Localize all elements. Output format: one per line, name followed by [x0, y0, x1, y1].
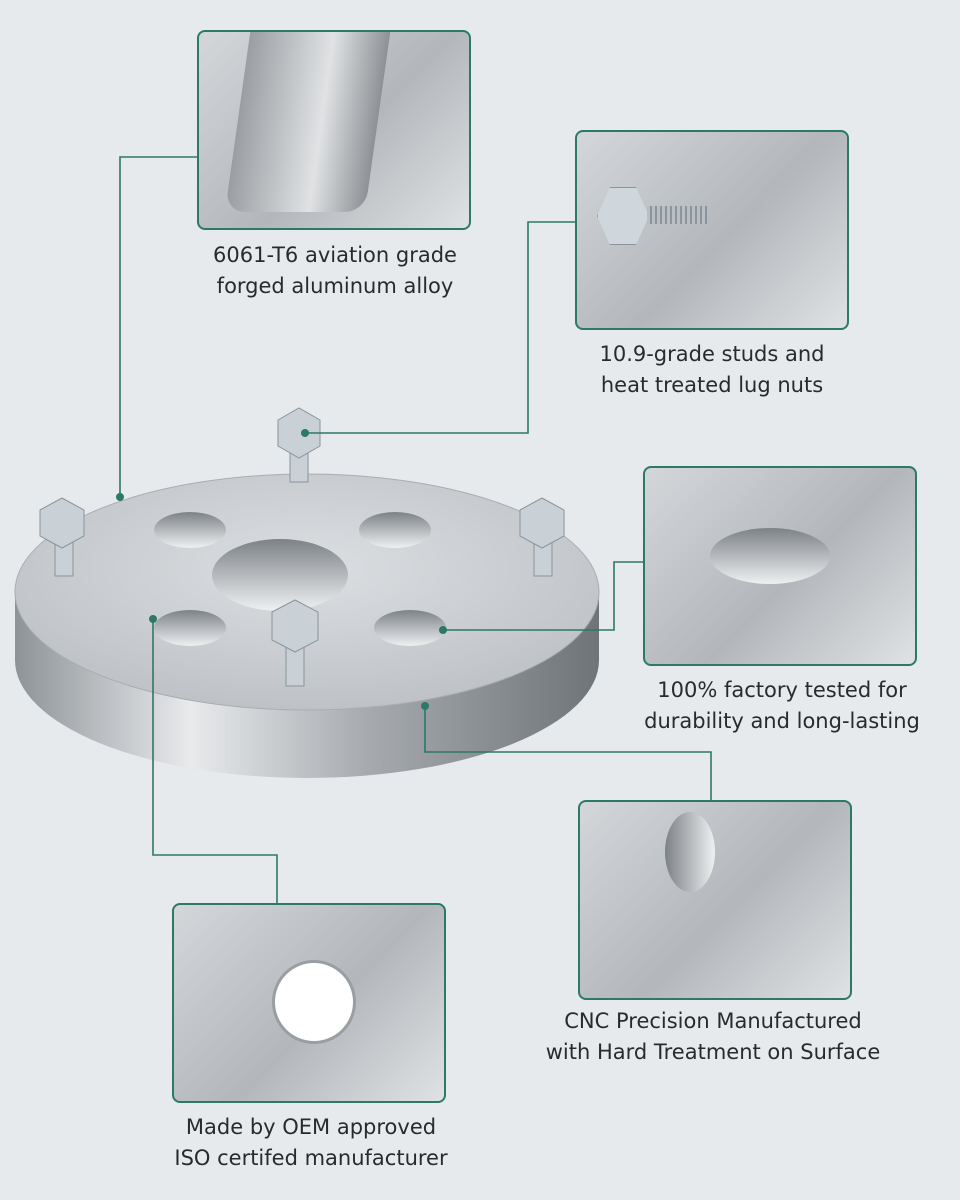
bolt-hole: [154, 512, 226, 548]
lug-nut-icon: [39, 497, 85, 577]
lug-studs: [39, 407, 565, 687]
lug-nut-icon: [519, 497, 565, 577]
bolt-hole: [374, 610, 446, 646]
lug-nut-icon: [597, 187, 649, 245]
lug-nut-icon: [271, 599, 319, 687]
center-bore: [212, 539, 348, 611]
detail-panel-studs: [575, 130, 849, 330]
callout-lines: [119, 156, 712, 903]
detail-panel-cnc: [578, 800, 852, 1000]
callout-dots: [116, 429, 447, 710]
bolt-hole: [154, 610, 226, 646]
lug-nut-icon: [277, 407, 321, 483]
detail-panel-oem: [172, 903, 446, 1103]
detail-panel-alloy: [197, 30, 471, 230]
spacer-plate: [14, 473, 600, 778]
detail-panel-tested: [643, 466, 917, 666]
bolt-hole: [359, 512, 431, 548]
